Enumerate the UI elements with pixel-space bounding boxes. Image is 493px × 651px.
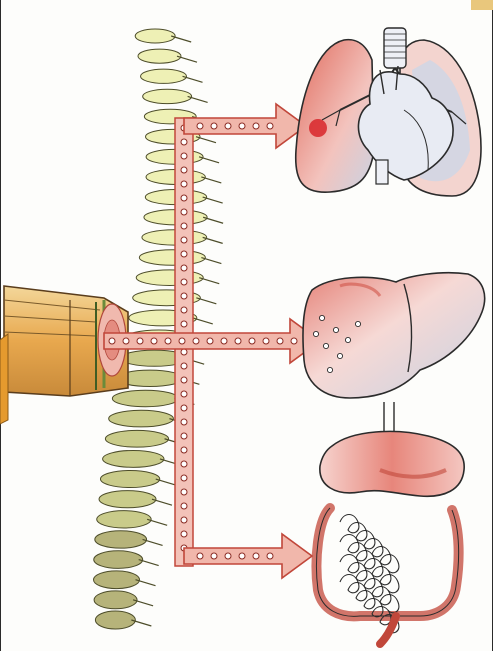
arrow-to-lungs-heart xyxy=(184,104,306,148)
arrow-to-intestines xyxy=(184,534,312,578)
liver xyxy=(303,273,485,398)
lungs-and-heart xyxy=(296,28,481,196)
spinal-cord-segment xyxy=(0,286,128,424)
stomach-and-intestines xyxy=(317,402,465,644)
